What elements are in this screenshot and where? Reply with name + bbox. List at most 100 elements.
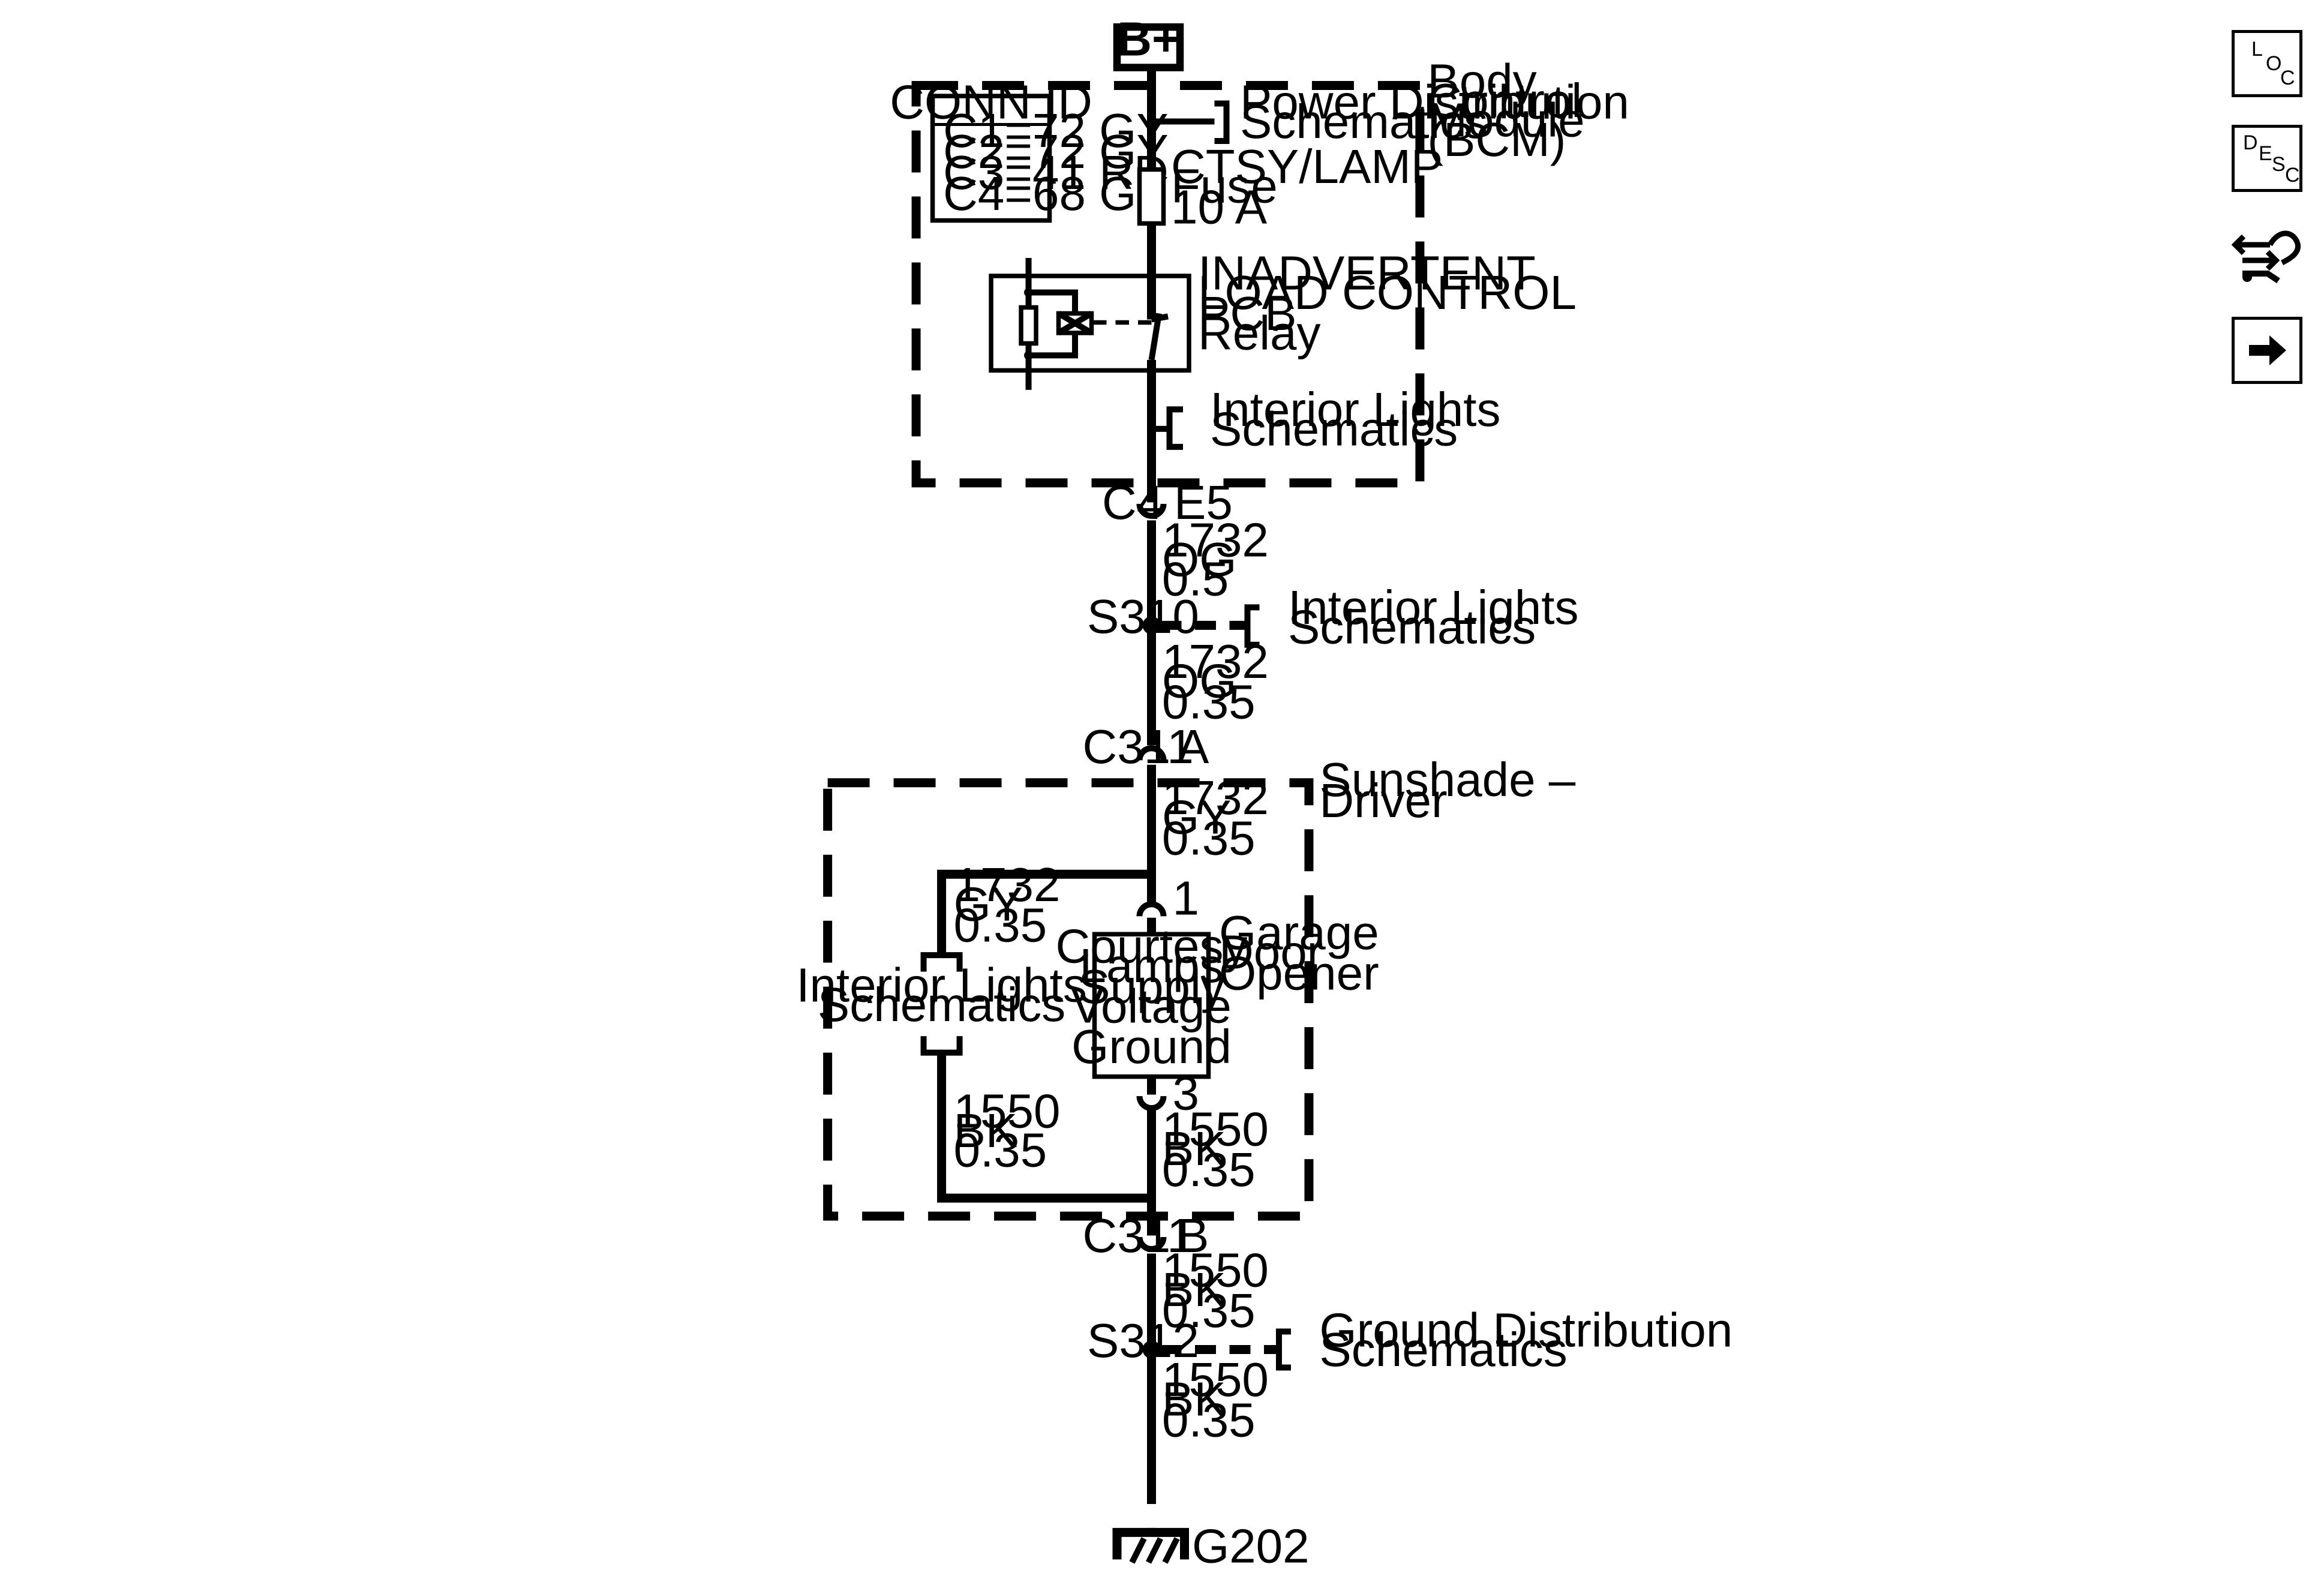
conn-id-title: CONN ID [890,76,1092,129]
garage-door-opener: Courtesy Lamps Supply Voltage Ground Gar… [1056,906,1379,1079]
desc-letter: S [2272,153,2286,176]
power-ref-line1: Power Distribution [1240,76,1629,129]
wire-color: BK [1162,1372,1226,1425]
bcm-interior-ref-line2: Schematics [1210,402,1458,455]
splice-s312-label: S312 [1087,1314,1199,1367]
ground-symbol: G202 [1112,1519,1310,1572]
opener-box-line3: Supply [1078,960,1225,1013]
connector-c4-left: C4 [1102,476,1163,529]
relay: INADVERTENT LOAD CONTROL PCB Relay [989,246,1577,390]
wire-label: 1550 BK 0.35 [1162,1244,1269,1337]
wire-circuit: 1550 [1162,1103,1269,1156]
fuse-label-line3: 10 A [1171,180,1268,233]
conn-id-row: C1=72 GY [943,104,1169,157]
power-ref-line2: Schematics [1240,95,1488,148]
relay-label-line3: PCB [1198,287,1296,340]
wire-circuit: 1732 [954,858,1061,911]
s310-ref-line2: Schematics [1288,600,1536,653]
wire-gauge: 0.5 [1162,552,1229,605]
power-source: B+ [1113,13,1184,71]
s312-ref-line2: Schematics [1319,1323,1567,1376]
s310-ref-line1: Interior Lights [1288,581,1579,634]
wire-color: OG [1162,654,1236,707]
power-distribution-ref: Power Distribution Schematics [1147,76,1629,148]
wire-gauge: 0.35 [1162,1143,1256,1196]
opener-label-line1: Garage [1219,906,1379,959]
wire-label: 1732 GY 0.35 [1162,771,1269,864]
bcm-label-line4: (BCM) [1427,113,1566,166]
ground-label: G202 [1192,1519,1310,1572]
loc-button[interactable]: L O C [2232,30,2302,97]
wire-circuit: 1550 [1162,1353,1269,1406]
power-label: B+ [1117,13,1179,66]
loc-letter: L [2251,38,2263,61]
relay-label-line1: INADVERTENT [1198,246,1536,299]
wire-gauge: 0.35 [954,899,1047,952]
opener-box-line2: Lamps [1079,939,1223,992]
sunshade-label-line1: Sunshade – [1319,753,1575,806]
wire-gauge: 0.35 [1162,812,1256,865]
wire-gauge: 0.35 [1162,1393,1256,1446]
opener-ground-label: Ground [1071,1020,1232,1073]
wire-circuit: 1732 [1162,513,1269,566]
wire-gauge: 0.35 [1162,1284,1256,1337]
conn-id-row: C3=41 RD [943,146,1169,199]
wire-color: GY [954,878,1023,931]
wire-label: 1550 BK 0.35 [954,1085,1061,1177]
loc-letter: C [2280,67,2295,89]
connector-c4-right: E5 [1174,476,1233,529]
splice-s312: S312 Ground Distribution Schematics [1087,1304,1733,1376]
wire-gauge: 0.35 [954,1124,1047,1177]
desc-letter: E [2259,142,2272,165]
right-arrow-icon [2249,335,2286,365]
wire-circuit: 1550 [1162,1244,1269,1297]
sunshade-interior-ref-line1: Interior Lights [796,959,1087,1012]
bcm-label-line2: Control [1427,74,1582,127]
connector-c311-a: C311 A [1083,720,1209,773]
wire-color: BK [1162,1122,1226,1175]
conn-id-table: CONN ID C1=72 GY C2=72 GY C3=41 RD C4=68… [890,76,1169,223]
wire-circuit: 1732 [1162,635,1269,688]
bcm-module: Body Control Module (BCM) CONN ID C1=72 … [890,55,1629,488]
wire-label: 1550 BK 0.35 [1162,1103,1269,1196]
desc-letter: C [2285,164,2300,187]
wire-circuit: 1732 [1162,771,1269,824]
connector-c311-b: C311 B [1083,1209,1209,1262]
sunshade-module: Sunshade – Driver 1732 GY 0.35 1732 GY 0… [796,753,1576,1221]
relay-label-line4: Relay [1198,306,1320,359]
loc-letter: O [2266,52,2282,75]
wire-color: BK [1162,1263,1226,1316]
desc-letter: D [2243,131,2258,154]
sunshade-interior-ref-line2: Schematics [818,978,1065,1031]
wire-color: BK [954,1104,1018,1157]
wire-label: 1732 OG 0.5 [1162,513,1269,605]
conn-id-row: C2=72 GY [943,125,1169,178]
next-button[interactable] [2232,317,2302,384]
opener-box-line1: Courtesy [1056,920,1248,973]
wire-circuit: 1550 [954,1085,1061,1138]
splice-s310: S310 Interior Lights Schematics [1087,581,1578,653]
connector-c311a-right: A [1177,720,1209,773]
connector-c311b-left: C311 [1083,1209,1194,1262]
fuse: CTSY/LAMP Fuse 10 A [1137,140,1443,233]
opener-label-line3: Opener [1219,947,1379,1000]
bcm-interior-lights-ref: Interior Lights Schematics [1147,383,1500,455]
connector-service-icon[interactable] [2232,223,2302,290]
bcm-label-line1: Body [1427,55,1536,108]
relay-label-line2: LOAD CONTROL [1198,266,1577,319]
wire-color: GY [1162,791,1232,844]
opener-label-line2: Door [1219,926,1323,979]
pin-1-label: 1 [1172,872,1199,925]
connector-c4: C4 E5 [1102,476,1233,529]
wire-color: OG [1162,533,1236,586]
fuse-label-line2: Fuse [1171,160,1278,213]
fuse-label-line1: CTSY/LAMP [1171,140,1443,193]
connector-c311a-left: C311 [1083,720,1194,773]
wire-gauge: 0.35 [1162,675,1256,728]
s312-ref-line1: Ground Distribution [1319,1304,1733,1357]
sunshade-label-line2: Driver [1319,774,1447,827]
wire-label: 1550 BK 0.35 [1162,1353,1269,1446]
desc-button[interactable]: D E S C [2232,125,2302,192]
wire-label: 1732 OG 0.35 [1162,635,1269,728]
